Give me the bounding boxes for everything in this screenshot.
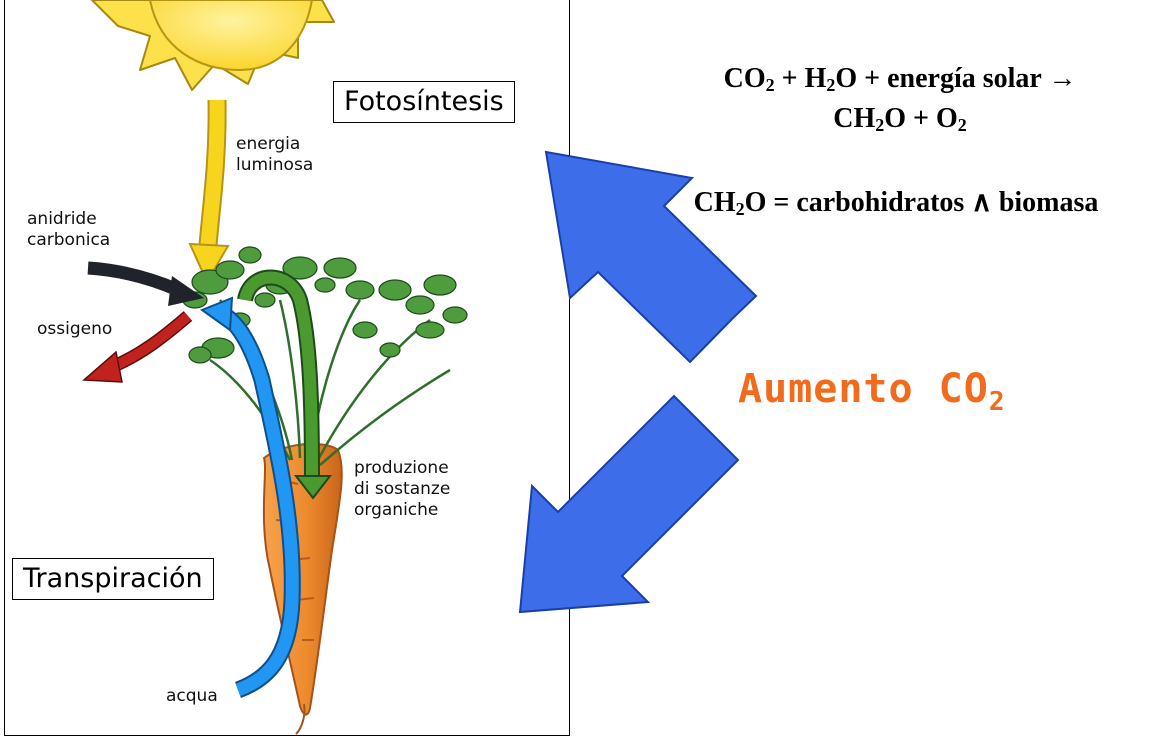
- eq3-ch: CH: [693, 187, 736, 218]
- co2-arrow: [87, 261, 204, 306]
- o2-arrow: [82, 311, 193, 383]
- co2-label: anidride carbonica: [27, 209, 110, 251]
- co2-label-line2: carbonica: [27, 230, 111, 250]
- eq1-sub2: 2: [826, 75, 836, 95]
- eq2-sub1: 2: [875, 115, 885, 135]
- eq2-mid: O + O: [884, 103, 958, 134]
- energy-arrow: [188, 99, 230, 285]
- transpiracion-box: Transpiración: [12, 558, 214, 600]
- transpiracion-label: Transpiración: [23, 563, 203, 594]
- eq1-h: + H: [774, 63, 827, 94]
- aumento-co2-callout: Aumento CO2: [738, 366, 1005, 415]
- eq3-sub1: 2: [735, 199, 745, 219]
- equation-line3: CH2O = carbohidratos ∧ biomasa: [620, 186, 1172, 220]
- fotosintesis-label: Fotosíntesis: [344, 86, 504, 117]
- organic-label-line3: organiche: [354, 500, 439, 520]
- eq1-co: CO: [723, 63, 766, 94]
- sun-icon: [91, 0, 335, 91]
- organic-label-line2: di sostanze: [354, 479, 451, 499]
- fotosintesis-box: Fotosíntesis: [333, 81, 515, 123]
- eq2-ch: CH: [833, 103, 876, 134]
- energy-label-line2: luminosa: [236, 155, 314, 175]
- eq1-rest: O + energía solar →: [835, 63, 1077, 94]
- water-label: acqua: [166, 686, 218, 706]
- equation-line1: CO2 + H2O + energía solar →: [630, 62, 1170, 96]
- organic-label-line1: produzione: [354, 458, 449, 478]
- co2-label-line1: anidride: [27, 209, 97, 229]
- leaf-clusters: [182, 246, 468, 364]
- water-arrow: [199, 296, 301, 698]
- eq3-rest: O = carbohidratos ∧ biomasa: [744, 187, 1099, 218]
- diagram-panel: [4, 0, 570, 736]
- organic-production-arrow: [237, 269, 333, 500]
- energy-label-line1: energia: [236, 134, 301, 154]
- aumento-text: Aumento CO: [738, 366, 989, 412]
- eq2-sub2: 2: [957, 115, 967, 135]
- aumento-sub: 2: [988, 387, 1006, 417]
- big-arrow-up: [544, 150, 758, 364]
- equation-line2: CH2O + O2: [630, 102, 1170, 136]
- big-arrow-down: [518, 394, 740, 614]
- organic-label: produzione di sostanze organiche: [354, 458, 450, 521]
- eq1-sub1: 2: [765, 75, 775, 95]
- o2-label: ossigeno: [37, 319, 113, 339]
- energy-label: energia luminosa: [236, 134, 313, 176]
